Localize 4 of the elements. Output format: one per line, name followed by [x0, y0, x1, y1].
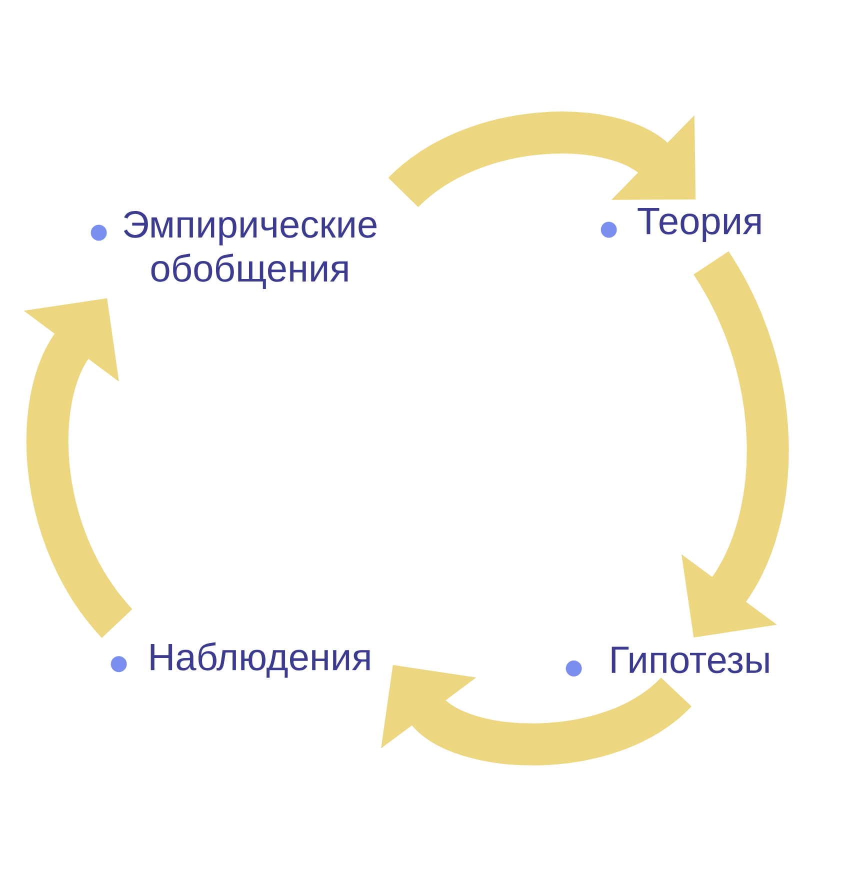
- text-label: Гипотезы: [612, 646, 769, 674]
- text-label: Наблюдения: [150, 642, 370, 678]
- text-label: Эмпирические обобщения: [124, 210, 376, 290]
- text-label: Теория: [638, 208, 761, 242]
